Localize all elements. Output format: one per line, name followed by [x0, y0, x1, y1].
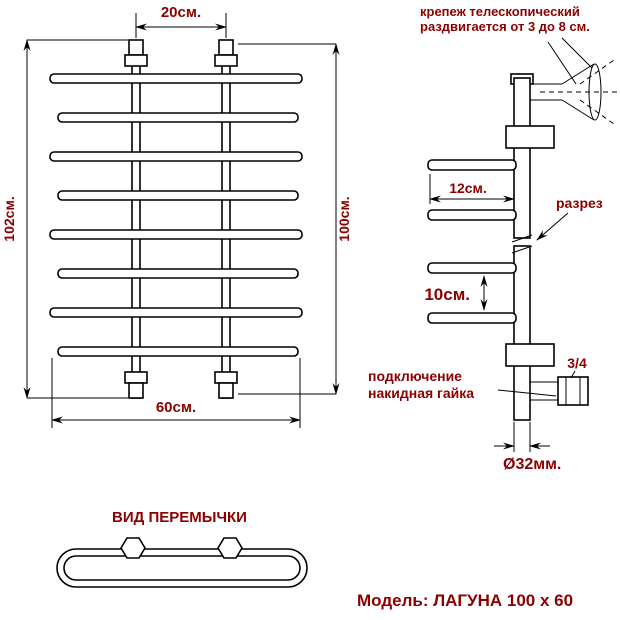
horizontal-bars	[49, 73, 303, 357]
dim-left-label: 102см.	[1, 196, 17, 241]
vertical-pipes	[124, 39, 238, 399]
crossbar-title: ВИД ПЕРЕМЫЧКИ	[112, 509, 247, 526]
wall-bracket-bottom	[505, 343, 555, 367]
union-nut-connection	[530, 370, 589, 406]
dim-top-label: 20см.	[161, 4, 201, 21]
front-view-drawing: 20см. 102см. 100см. 60см.	[1, 4, 352, 428]
connection-label-line1: подключение	[368, 368, 462, 384]
connection-leader	[497, 389, 557, 397]
thread-size-label: 3/4	[567, 355, 587, 371]
section-label: разрез	[556, 195, 603, 211]
side-view-drawing: крепеж телескопический раздвигается от 3…	[368, 4, 618, 473]
connection-label-line2: накидная гайка	[368, 385, 474, 401]
crossbar-inner	[63, 555, 301, 581]
mount-note-line1: крепеж телескопический	[420, 4, 580, 19]
mount-note-line2: раздвигается от 3 до 8 см.	[420, 19, 590, 34]
crossbar-nuts	[120, 537, 243, 559]
dim-12-label: 12см.	[449, 180, 487, 196]
telescopic-mount	[530, 37, 618, 125]
section-leader	[536, 212, 569, 241]
side-pipe	[510, 73, 534, 421]
dim-right-label: 100см.	[336, 196, 352, 241]
wall-bracket-top	[505, 125, 555, 149]
model-label: Модель: ЛАГУНА 100 х 60	[357, 591, 573, 610]
dim-10-label: 10см.	[424, 285, 470, 304]
crossbar-view-drawing: ВИД ПЕРЕМЫЧКИ	[56, 509, 308, 588]
diameter-label: Ø32мм.	[503, 456, 561, 473]
dim-bottom-label: 60см.	[156, 399, 196, 416]
side-bars	[427, 159, 517, 324]
